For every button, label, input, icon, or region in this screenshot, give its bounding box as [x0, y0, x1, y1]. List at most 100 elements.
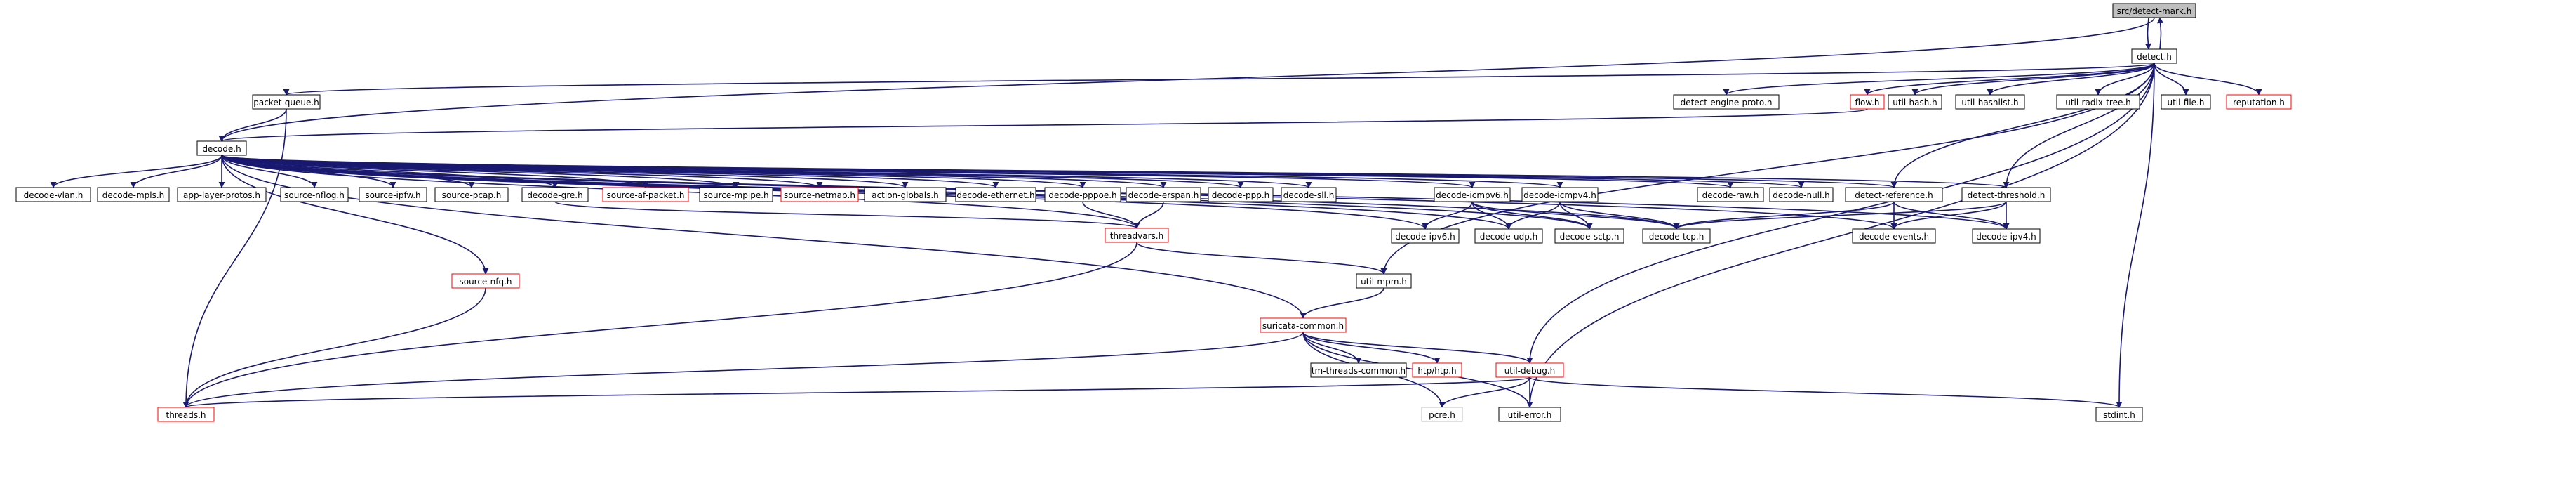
edge-gre-to-threadvars — [554, 201, 1140, 229]
node-erspan[interactable]: decode-erspan.h — [1126, 187, 1201, 202]
node-label: decode-raw.h — [1702, 190, 1759, 200]
node-utilhashlist[interactable]: util-hashlist.h — [1955, 94, 2025, 110]
node-label: suricata-common.h — [1262, 321, 1344, 331]
node-common[interactable]: suricata-common.h — [1260, 317, 1347, 333]
node-box — [1642, 228, 1711, 244]
node-utildebug[interactable]: util-debug.h — [1495, 362, 1564, 378]
edge-decode-to-threshold — [221, 155, 2009, 188]
node-pppoe[interactable]: decode-pppoe.h — [1044, 187, 1121, 202]
node-label: source-ipfw.h — [365, 190, 420, 200]
node-netmap[interactable]: source-netmap.h — [780, 187, 859, 202]
edge-detect-to-stdint — [2116, 63, 2155, 408]
node-box — [1412, 362, 1462, 378]
node-label: reputation.h — [2233, 98, 2285, 107]
node-null[interactable]: decode-null.h — [1769, 187, 1834, 202]
edge-icmpv4-to-tcp — [1559, 201, 1680, 230]
node-tcp[interactable]: decode-tcp.h — [1642, 228, 1711, 244]
edge-icmpv6-to-sctp — [1471, 201, 1593, 230]
edge-detect-to-flow — [1864, 63, 2155, 96]
node-box — [1208, 187, 1274, 202]
edge-icmpv4-to-udp — [1505, 201, 1561, 230]
node-root[interactable]: src/detect-mark.h — [2112, 3, 2196, 18]
node-vlan[interactable]: decode-vlan.h — [15, 187, 91, 202]
node-box — [1673, 94, 1780, 110]
node-label: decode-tcp.h — [1649, 232, 1704, 242]
node-utilfile[interactable]: util-file.h — [2161, 94, 2211, 110]
node-stdint[interactable]: stdint.h — [2095, 407, 2143, 422]
edge-detect-to-utilfile — [2154, 63, 2189, 96]
node-utilhash[interactable]: util-hash.h — [1888, 94, 1942, 110]
node-label: decode.h — [202, 144, 241, 154]
node-ipv4[interactable]: decode-ipv4.h — [1972, 228, 2041, 244]
node-ipfw[interactable]: source-ipfw.h — [359, 187, 427, 202]
node-label: util-radix-tree.h — [2065, 98, 2131, 107]
node-actionglobals[interactable]: action-globals.h — [864, 187, 947, 202]
node-label: decode-ethernet.h — [956, 190, 1034, 200]
node-label: action-globals.h — [872, 190, 939, 200]
node-pcre[interactable]: pcre.h — [1421, 407, 1463, 422]
node-threadvars[interactable]: threadvars.h — [1105, 228, 1169, 243]
node-sll[interactable]: decode-sll.h — [1281, 187, 1337, 202]
node-ppp[interactable]: decode-ppp.h — [1208, 187, 1274, 202]
node-applayer[interactable]: app-layer-protos.h — [177, 187, 267, 202]
node-udp[interactable]: decode-udp.h — [1474, 228, 1543, 244]
node-htp[interactable]: htp/htp.h — [1412, 362, 1462, 378]
node-label: detect-threshold.h — [1968, 190, 2046, 200]
node-radix[interactable]: util-radix-tree.h — [2056, 94, 2140, 110]
node-label: decode-pppoe.h — [1048, 190, 1116, 200]
edge-decode-to-nflog — [221, 155, 318, 188]
node-label: threadvars.h — [1110, 231, 1163, 241]
node-icmpv4[interactable]: decode-icmpv4.h — [1521, 187, 1599, 202]
node-box — [1421, 407, 1463, 422]
nodes-layer: src/detect-mark.h detect.h packet-queue.h d… — [15, 3, 2292, 422]
edge-detect-to-utilhash — [1911, 63, 2155, 96]
node-decode[interactable]: decode.h — [196, 140, 247, 156]
node-sctp[interactable]: decode-sctp.h — [1554, 228, 1624, 244]
node-packetqueue[interactable]: packet-queue.h — [252, 94, 321, 110]
node-flow[interactable]: flow.h — [1850, 94, 1885, 110]
node-label: src/detect-mark.h — [2117, 6, 2192, 16]
edge-common-to-utildebug — [1302, 332, 1533, 364]
node-detectref[interactable]: detect-reference.h — [1845, 187, 1943, 202]
node-box — [1434, 187, 1511, 202]
node-utilerror[interactable]: util-error.h — [1498, 407, 1561, 422]
node-box — [2112, 3, 2196, 18]
edge-detect-to-radix — [2095, 63, 2155, 96]
node-label: tm-threads-common.h — [1312, 366, 1406, 376]
node-ipv6[interactable]: decode-ipv6.h — [1391, 228, 1460, 244]
edge-decode-to-vlan — [50, 155, 222, 188]
node-nfq[interactable]: source-nfq.h — [451, 273, 520, 289]
node-box — [1852, 228, 1936, 244]
node-detect[interactable]: detect.h — [2131, 48, 2177, 64]
edge-detect-to-engineproto — [1723, 63, 2155, 96]
node-box — [157, 407, 215, 422]
node-afpacket[interactable]: source-af-packet.h — [602, 187, 689, 202]
node-box — [1961, 187, 2051, 202]
node-mpipe[interactable]: source-mpipe.h — [699, 187, 773, 202]
node-box — [1888, 94, 1942, 110]
node-gre[interactable]: decode-gre.h — [521, 187, 589, 202]
node-icmpv6[interactable]: decode-icmpv6.h — [1434, 187, 1511, 202]
node-pcap[interactable]: source-pcap.h — [434, 187, 509, 202]
edge-threadvars-to-mpm — [1136, 242, 1387, 275]
node-box — [359, 187, 427, 202]
node-nflog[interactable]: source-nflog.h — [280, 187, 349, 202]
node-label: util-hash.h — [1893, 98, 1937, 107]
node-reputation[interactable]: reputation.h — [2226, 94, 2292, 110]
node-threshold[interactable]: detect-threshold.h — [1961, 187, 2051, 202]
edge-decode-to-common — [221, 155, 1307, 319]
node-box — [434, 187, 509, 202]
node-ethernet[interactable]: decode-ethernet.h — [955, 187, 1036, 202]
node-mpm[interactable]: util-mpm.h — [1356, 273, 1412, 289]
node-box — [1105, 228, 1169, 243]
node-tmthreads[interactable]: tm-threads-common.h — [1310, 362, 1407, 378]
edge-icmpv6-to-ipv6 — [1422, 201, 1473, 230]
node-label: decode-vlan.h — [24, 190, 84, 200]
node-raw[interactable]: decode-raw.h — [1697, 187, 1764, 202]
edge-utildebug-to-pcre — [1439, 376, 1530, 408]
node-mpls[interactable]: decode-mpls.h — [97, 187, 170, 202]
node-label: decode-icmpv6.h — [1436, 190, 1509, 200]
node-threads[interactable]: threads.h — [157, 407, 215, 422]
node-engineproto[interactable]: detect-engine-proto.h — [1673, 94, 1780, 110]
node-events[interactable]: decode-events.h — [1852, 228, 1936, 244]
